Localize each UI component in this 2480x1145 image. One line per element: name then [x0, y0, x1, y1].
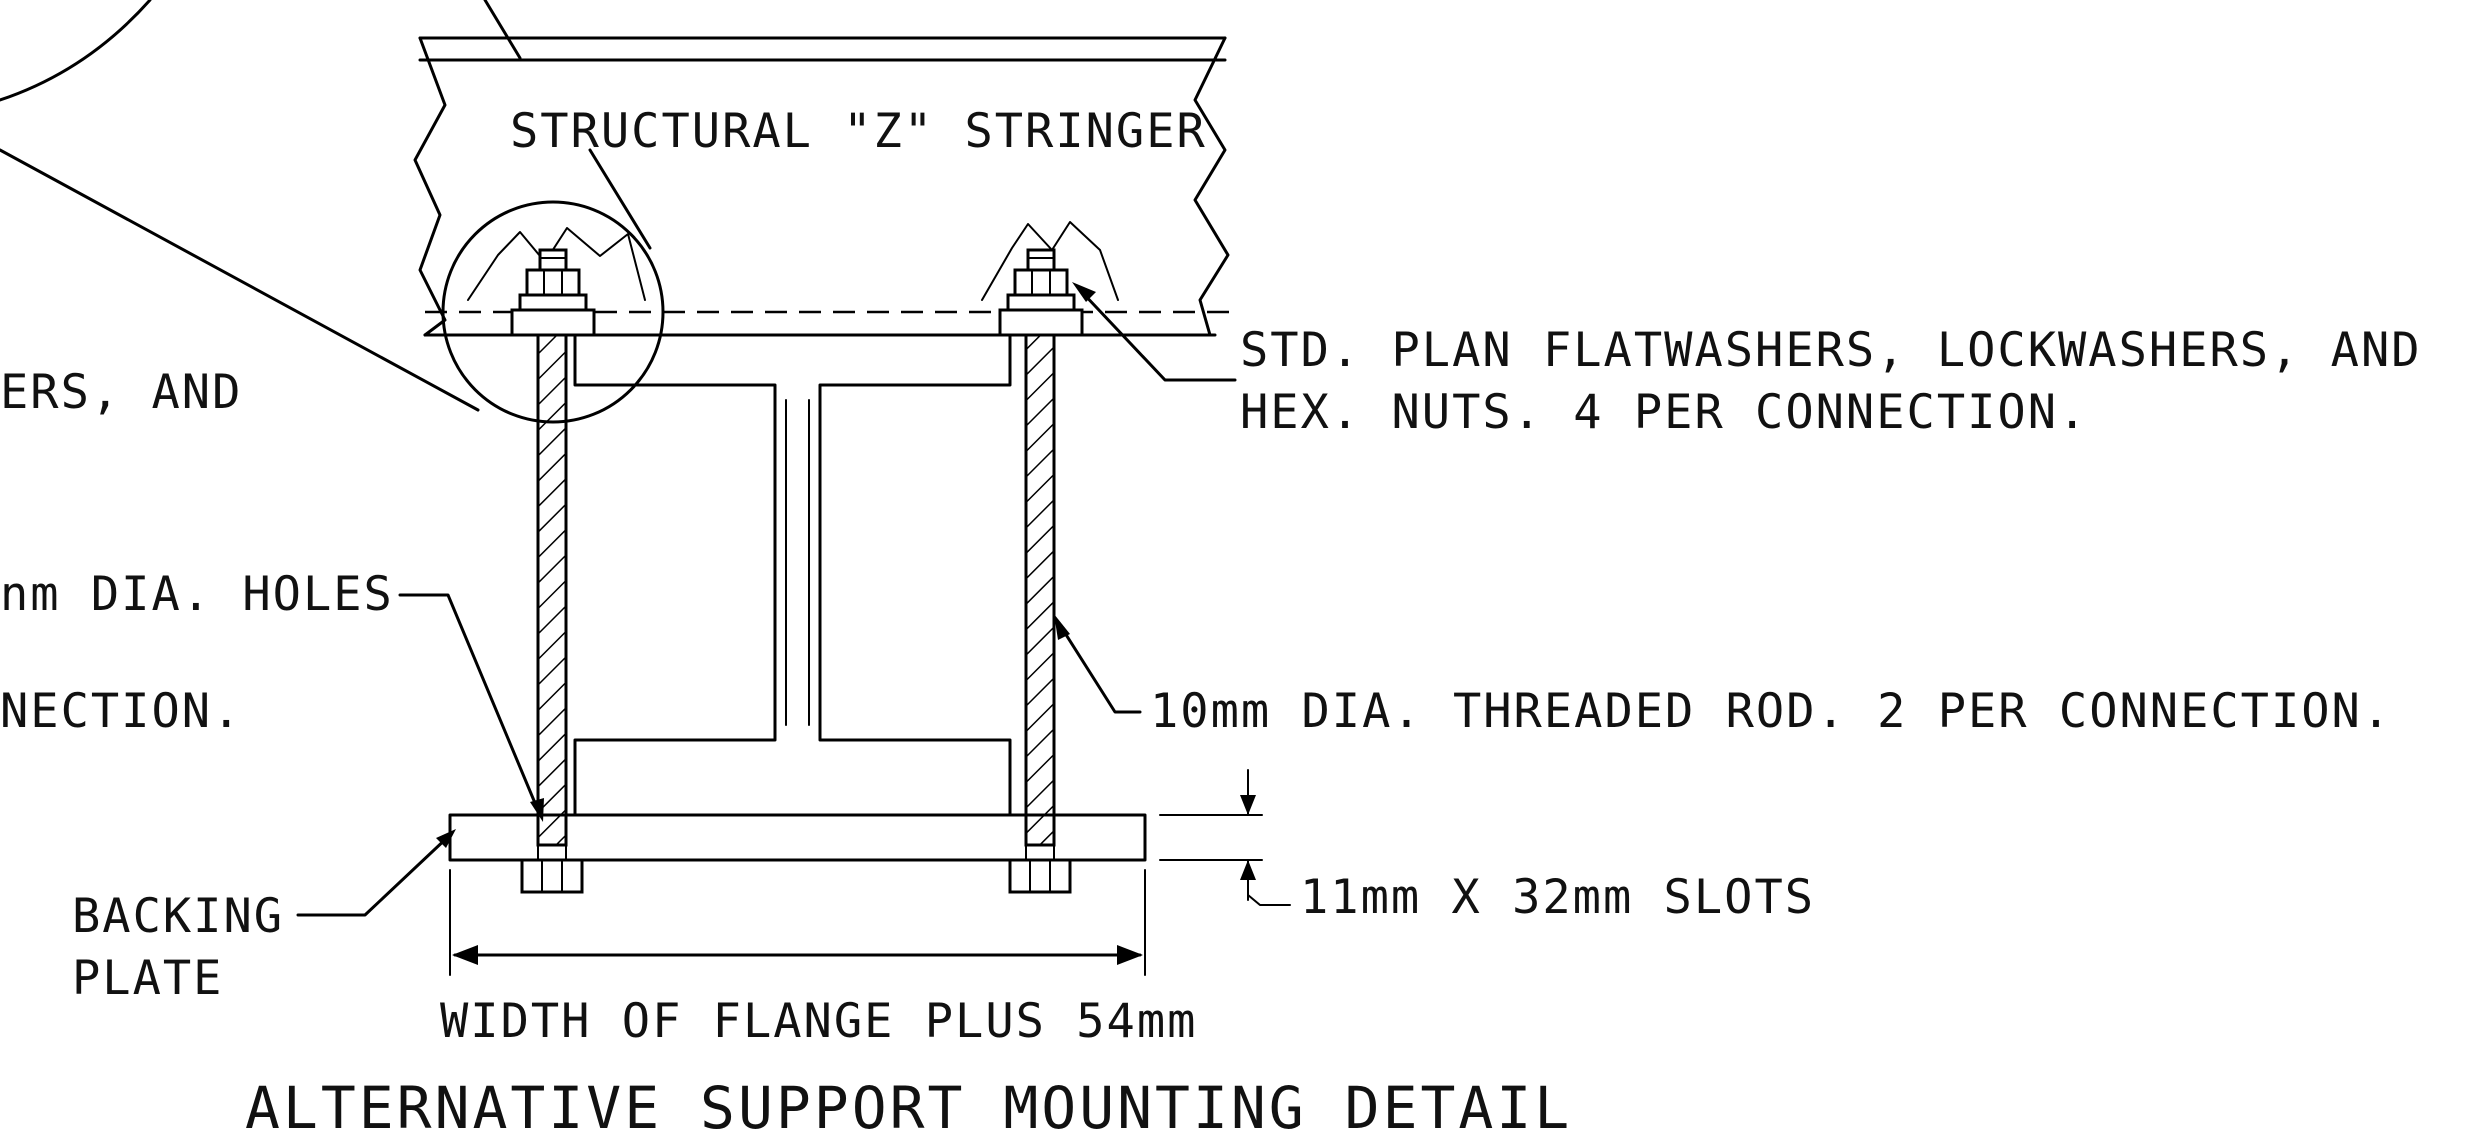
holes-leader [398, 593, 544, 822]
detail-callout-leader [0, 148, 480, 412]
stringer-label: STRUCTURAL "Z" STRINGER [510, 104, 1207, 159]
left-cut-label-1: ERS, AND [0, 365, 242, 420]
hardware-label-line1: STD. PLAN FLATWASHERS, LOCKWASHERS, AND [1240, 323, 2422, 378]
left-bottom-hex-nut [520, 858, 584, 894]
threaded-rod-leader [1054, 614, 1142, 714]
drawing-title: ALTERNATIVE SUPPORT MOUNTING DETAIL [245, 1074, 1572, 1142]
backing-plate-label-1: BACKING [72, 889, 284, 944]
left-threaded-rod [536, 333, 568, 861]
detail-callout-arc [0, 0, 152, 102]
backing-plate-label-2: PLATE [72, 951, 223, 1006]
hardware-label-line2: HEX. NUTS. 4 PER CONNECTION. [1240, 385, 2088, 440]
left-cut-label-2: nm DIA. HOLES [0, 567, 394, 622]
slots-label: 11mm X 32mm SLOTS [1300, 870, 1815, 925]
left-cut-label-3: NECTION. [0, 684, 242, 739]
width-label: WIDTH OF FLANGE PLUS 54mm [440, 994, 1197, 1049]
stringer-leader-lower [588, 148, 652, 250]
backing-plate-leader [296, 829, 456, 917]
stringer-leader-top [483, 0, 522, 60]
right-top-hex-nut [998, 248, 1084, 337]
width-dimension [449, 869, 1146, 976]
threaded-rod-label: 10mm DIA. THREADED ROD. 2 PER CONNECTION… [1150, 684, 2392, 739]
left-top-hex-nut [510, 248, 596, 337]
right-bottom-hex-nut [1008, 858, 1072, 894]
right-threaded-rod [1024, 333, 1056, 861]
i-beam [573, 333, 1012, 817]
plate-thickness-dimension [1159, 769, 1291, 906]
hardware-leader [1072, 282, 1237, 382]
